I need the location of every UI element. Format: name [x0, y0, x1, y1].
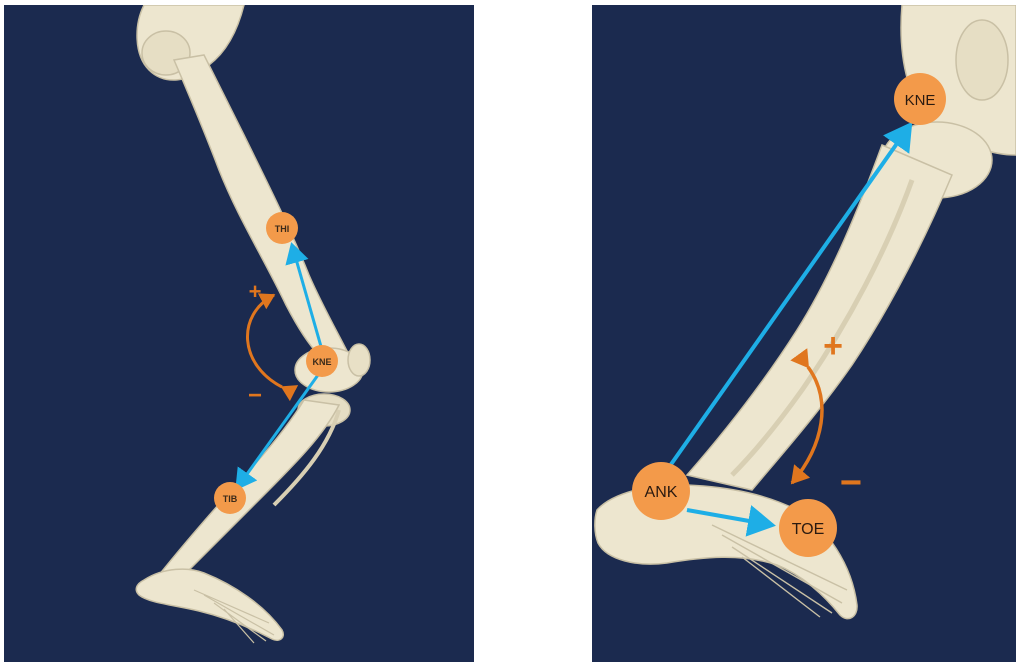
joint-label-thigh: THI — [275, 224, 290, 234]
femur-bone — [174, 55, 349, 355]
joint-marker-knee: KNE — [894, 73, 946, 125]
joint-marker-tibia: TIB — [214, 482, 246, 514]
tibia-bone — [159, 400, 339, 575]
joint-label-tibia: TIB — [223, 494, 238, 504]
joint-marker-knee: KNE — [306, 345, 338, 377]
tibia-bone — [687, 145, 952, 490]
rotation-negative-sign: − — [248, 382, 262, 409]
knee-skeleton-illustration: + − THI KNE TIB — [4, 5, 474, 662]
knee-angle-panel: + − THI KNE TIB — [4, 5, 474, 662]
ankle-angle-panel: + − KNE ANK TOE — [592, 5, 1016, 662]
joint-label-toe: TOE — [792, 521, 825, 538]
joint-label-ankle: ANK — [645, 484, 678, 501]
joint-marker-ankle: ANK — [632, 462, 690, 520]
rotation-positive-sign: + — [823, 327, 843, 365]
rotation-positive-sign: + — [249, 279, 262, 304]
rotation-negative-sign: − — [840, 462, 862, 504]
joint-label-knee: KNE — [905, 92, 936, 109]
ankle-skeleton-illustration: + − KNE ANK TOE — [592, 5, 1016, 662]
foot-bones — [136, 569, 283, 643]
knee-rotation-arrow — [247, 295, 282, 387]
joint-label-knee: KNE — [312, 357, 331, 367]
joint-marker-thigh: THI — [266, 212, 298, 244]
joint-marker-toe: TOE — [779, 499, 837, 557]
